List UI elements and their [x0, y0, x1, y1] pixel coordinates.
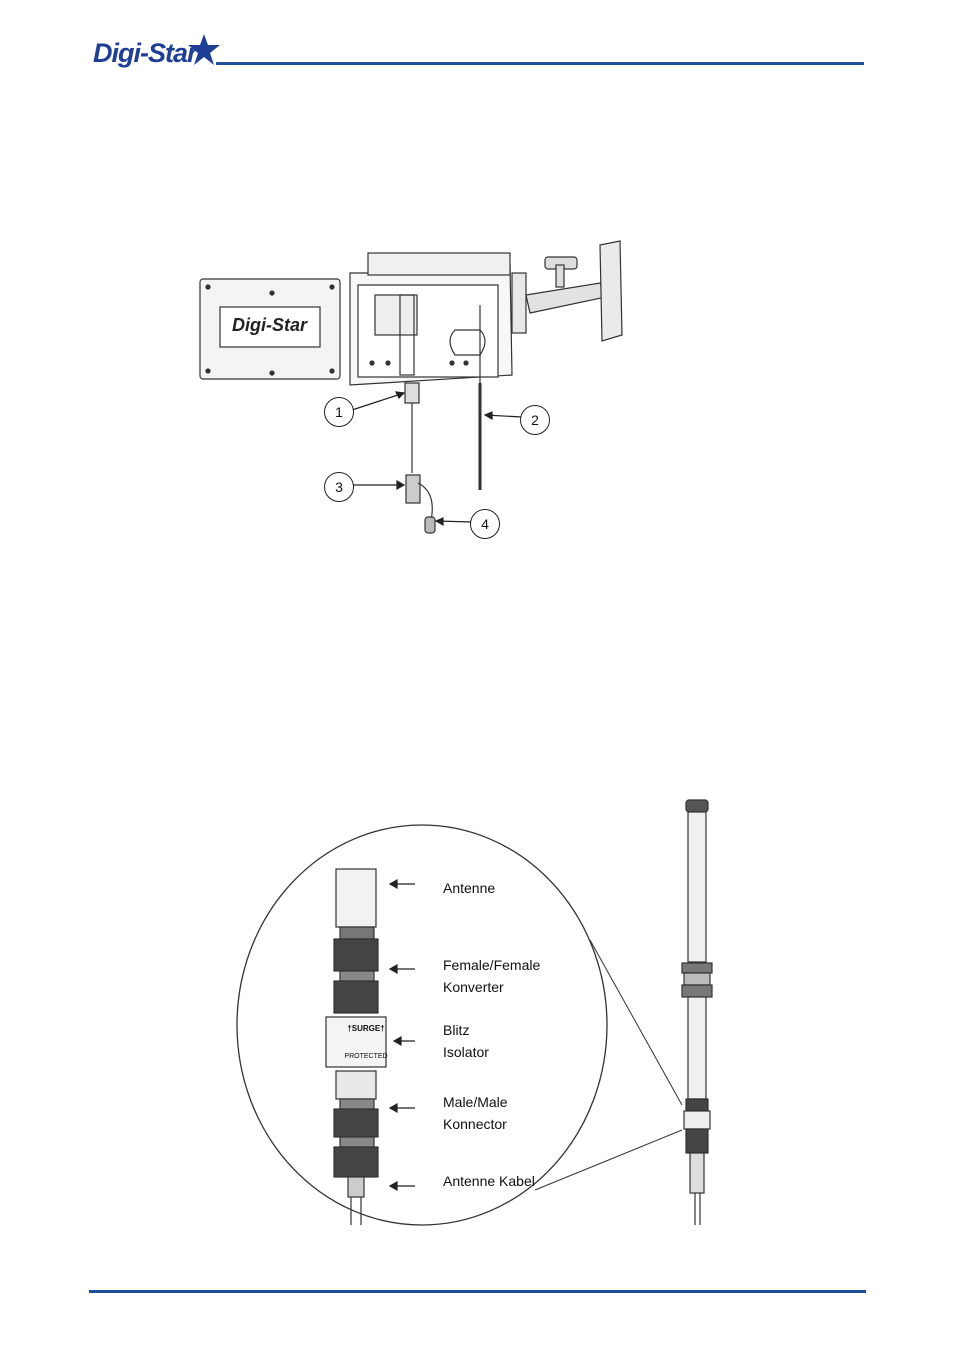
callout-2: 2 [520, 405, 550, 435]
antenna-detail-figure: †SURGE† PROTECTED Antenne Female/Female … [230, 795, 730, 1235]
label-male-konnector: Male/Male Konnector [443, 1094, 508, 1132]
callout-4: 4 [470, 509, 500, 539]
star-icon [188, 34, 220, 65]
enclosure-badge: Digi-Star [232, 315, 308, 335]
brand-logo-text: Digi-Star [93, 38, 198, 68]
callout-1: 1 [324, 397, 354, 427]
callout-3: 3 [324, 472, 354, 502]
header-rule [216, 62, 864, 65]
antenna-detail-drawing [236, 799, 713, 1226]
footer-rule [89, 1290, 866, 1293]
isolator-text-top: †SURGE† [347, 1024, 385, 1033]
label-antenne: Antenne [443, 880, 496, 896]
label-blitz-isolator: Blitz Isolator [443, 1022, 489, 1060]
enclosure-figure: Digi-Star 1 2 3 4 [190, 235, 640, 545]
isolator-text-bottom: PROTECTED [344, 1053, 388, 1060]
label-female-konverter: Female/Female Konverter [443, 957, 541, 995]
brand-logo: Digi-Star [93, 38, 198, 69]
enclosure-drawing [199, 240, 623, 534]
label-antenne-kabel: Antenne Kabel [443, 1173, 535, 1189]
